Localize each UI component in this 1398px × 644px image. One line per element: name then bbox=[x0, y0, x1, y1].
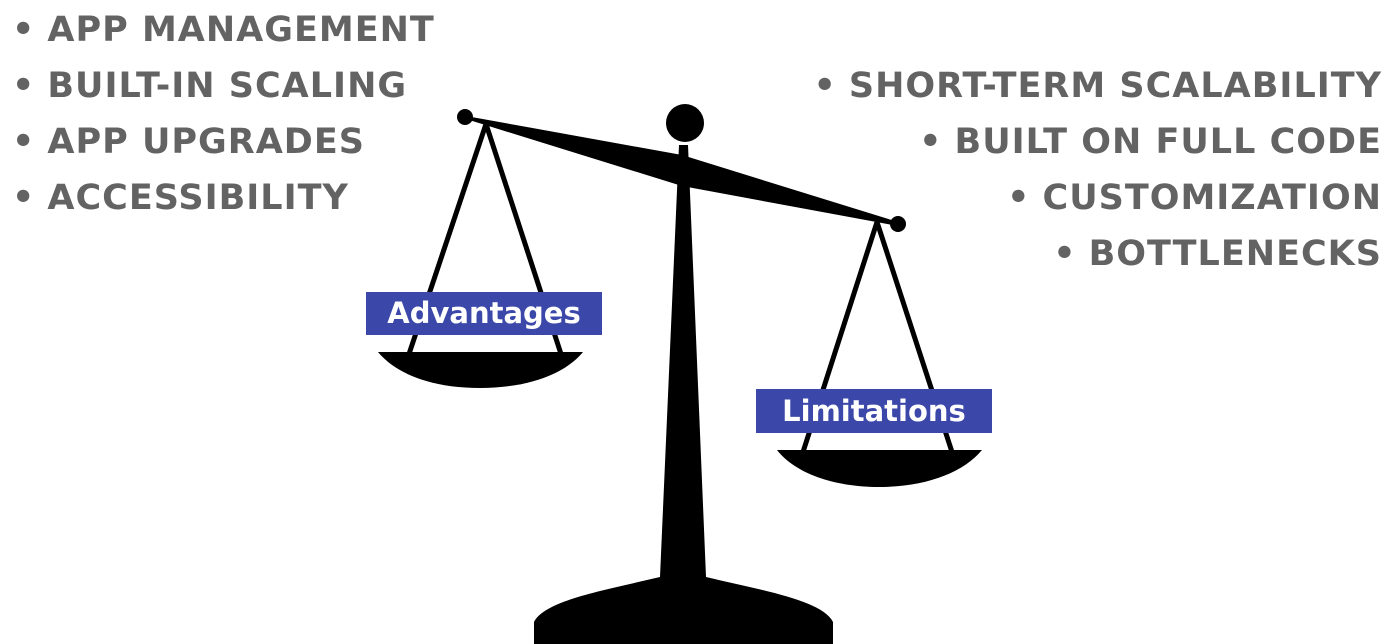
advantage-item: • APP MANAGEMENT bbox=[12, 2, 435, 58]
advantage-item: • ACCESSIBILITY bbox=[12, 170, 435, 226]
limitation-item: • BUILT ON FULL CODE bbox=[814, 114, 1382, 170]
bullet: • bbox=[12, 10, 36, 50]
limitation-item-label: CUSTOMIZATION bbox=[1042, 178, 1382, 218]
advantages-label: Advantages bbox=[366, 292, 602, 335]
bullet: • bbox=[919, 122, 943, 162]
right-pan bbox=[777, 450, 982, 487]
scale-knob bbox=[666, 104, 704, 142]
bullet: • bbox=[12, 66, 36, 106]
left-pan bbox=[378, 352, 583, 388]
beam-end-left bbox=[457, 109, 473, 125]
scale-stand bbox=[534, 145, 833, 644]
advantage-item-label: APP UPGRADES bbox=[47, 122, 365, 162]
bullet: • bbox=[1053, 234, 1077, 274]
bullet: • bbox=[12, 122, 36, 162]
beam-end-right bbox=[890, 216, 906, 232]
limitation-item: • SHORT-TERM SCALABILITY bbox=[814, 58, 1382, 114]
advantage-item-label: BUILT-IN SCALING bbox=[47, 66, 408, 106]
limitations-list: • SHORT-TERM SCALABILITY • BUILT ON FULL C… bbox=[814, 58, 1382, 282]
limitation-item: • BOTTLENECKS bbox=[814, 226, 1382, 282]
advantages-list: • APP MANAGEMENT • BUILT-IN SCALING • APP U… bbox=[12, 2, 435, 226]
advantage-item: • BUILT-IN SCALING bbox=[12, 58, 435, 114]
limitation-item-label: BUILT ON FULL CODE bbox=[954, 122, 1382, 162]
bullet: • bbox=[1007, 178, 1031, 218]
bullet: • bbox=[813, 66, 837, 106]
advantage-item-label: ACCESSIBILITY bbox=[47, 178, 349, 218]
limitations-label: Limitations bbox=[756, 389, 992, 433]
advantage-item-label: APP MANAGEMENT bbox=[47, 10, 435, 50]
scale-beam bbox=[466, 116, 898, 226]
bullet: • bbox=[12, 178, 36, 218]
limitation-item-label: BOTTLENECKS bbox=[1088, 234, 1382, 274]
limitation-item-label: SHORT-TERM SCALABILITY bbox=[848, 66, 1382, 106]
advantage-item: • APP UPGRADES bbox=[12, 114, 435, 170]
limitation-item: • CUSTOMIZATION bbox=[814, 170, 1382, 226]
